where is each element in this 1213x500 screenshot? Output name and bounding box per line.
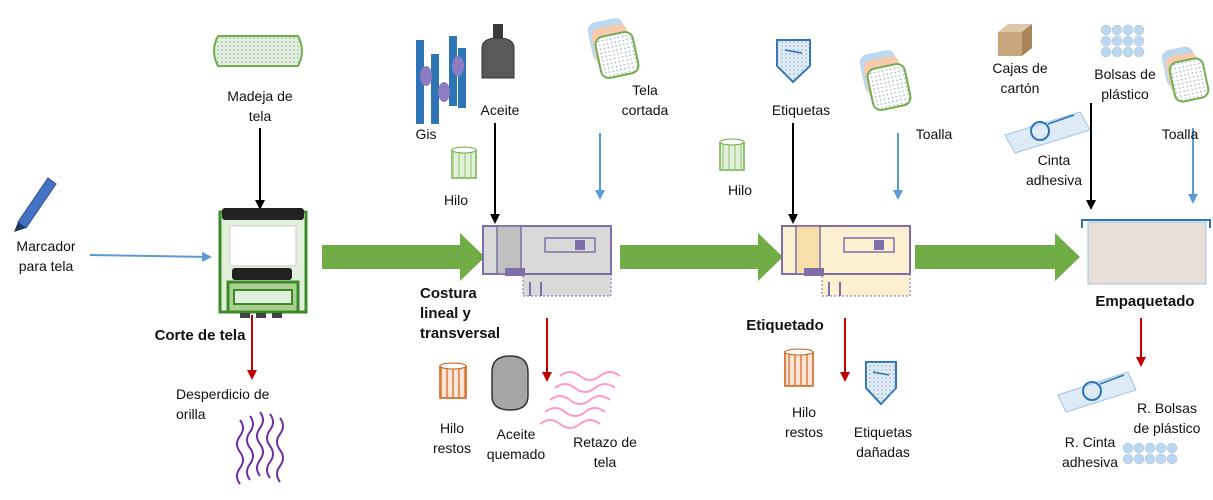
label-hilo-restos-2: Hilo restos xyxy=(784,404,824,440)
label-gis: Gis xyxy=(415,126,437,142)
fabric-stack-icon xyxy=(859,50,912,112)
label-desperdicio: Desperdicio de orilla xyxy=(176,386,270,422)
label-aceite-quemado: Aceite quemado xyxy=(486,426,546,462)
oil-bottle-icon xyxy=(481,24,515,79)
label-toalla-1: Toalla xyxy=(915,126,953,142)
flow-arrow-2 xyxy=(620,233,783,281)
sewing-machine-icon xyxy=(482,225,612,297)
thread-spool-icon xyxy=(784,348,814,387)
label-r-cinta: R. Cinta adhesiva xyxy=(1061,434,1119,470)
label-hilo-restos-1: Hilo restos xyxy=(432,420,472,456)
oil-drum-icon xyxy=(491,355,529,411)
chalk-icon xyxy=(416,36,466,124)
thread-spool-icon xyxy=(719,138,745,171)
pen-icon xyxy=(14,177,57,232)
adhesive-tape-icon xyxy=(1004,111,1091,154)
label-marcador: Marcador para tela xyxy=(16,238,76,274)
label-cinta: Cinta adhesiva xyxy=(1025,152,1083,188)
label-bolsas: Bolsas de plástico xyxy=(1094,66,1156,102)
stage-costura: Costura lineal y transversal xyxy=(420,285,501,342)
label-etiquetas: Etiquetas xyxy=(771,102,831,118)
label-r-bolsas: R. Bolsas de plástico xyxy=(1133,400,1201,436)
label-madeja: Madeja de tela xyxy=(227,88,293,124)
package-tray-icon xyxy=(1081,219,1211,285)
scrap-wave-icon xyxy=(539,371,621,429)
fabric-roll-icon xyxy=(213,35,303,67)
flow-arrow-1 xyxy=(322,233,485,281)
cardboard-box-icon xyxy=(998,24,1032,56)
stage-corte: Corte de tela xyxy=(154,327,246,344)
scrap-wave-icon xyxy=(236,411,284,485)
plastic-bags-icon xyxy=(1122,442,1178,465)
tag-icon xyxy=(776,39,811,84)
label-etiquetas-danadas: Etiquetas dañadas xyxy=(853,424,913,460)
label-hilo-2: Hilo xyxy=(727,182,753,198)
fabric-stack-icon xyxy=(1161,46,1210,103)
label-toalla-2: Toalla xyxy=(1161,126,1199,142)
stage-empaquetado: Empaquetado xyxy=(1095,293,1195,310)
sewing-machine-icon xyxy=(781,225,911,297)
flow-arrow-3 xyxy=(915,233,1080,281)
label-retazo: Retazo de tela xyxy=(573,434,637,470)
label-cajas: Cajas de cartón xyxy=(992,60,1048,96)
tag-icon xyxy=(865,361,897,406)
label-hilo-1: Hilo xyxy=(443,192,469,208)
thread-spool-icon xyxy=(451,146,477,179)
stage-etiquetado: Etiquetado xyxy=(746,317,824,334)
label-aceite: Aceite xyxy=(480,102,520,118)
plastic-bags-icon xyxy=(1100,24,1145,58)
fabric-stack-icon xyxy=(587,18,640,80)
thread-spool-icon xyxy=(439,362,467,399)
arrow-marcador xyxy=(89,251,212,262)
label-tela-cortada: Tela cortada xyxy=(621,82,669,118)
cutting-machine-icon xyxy=(218,208,308,318)
adhesive-tape-icon xyxy=(1057,371,1137,413)
